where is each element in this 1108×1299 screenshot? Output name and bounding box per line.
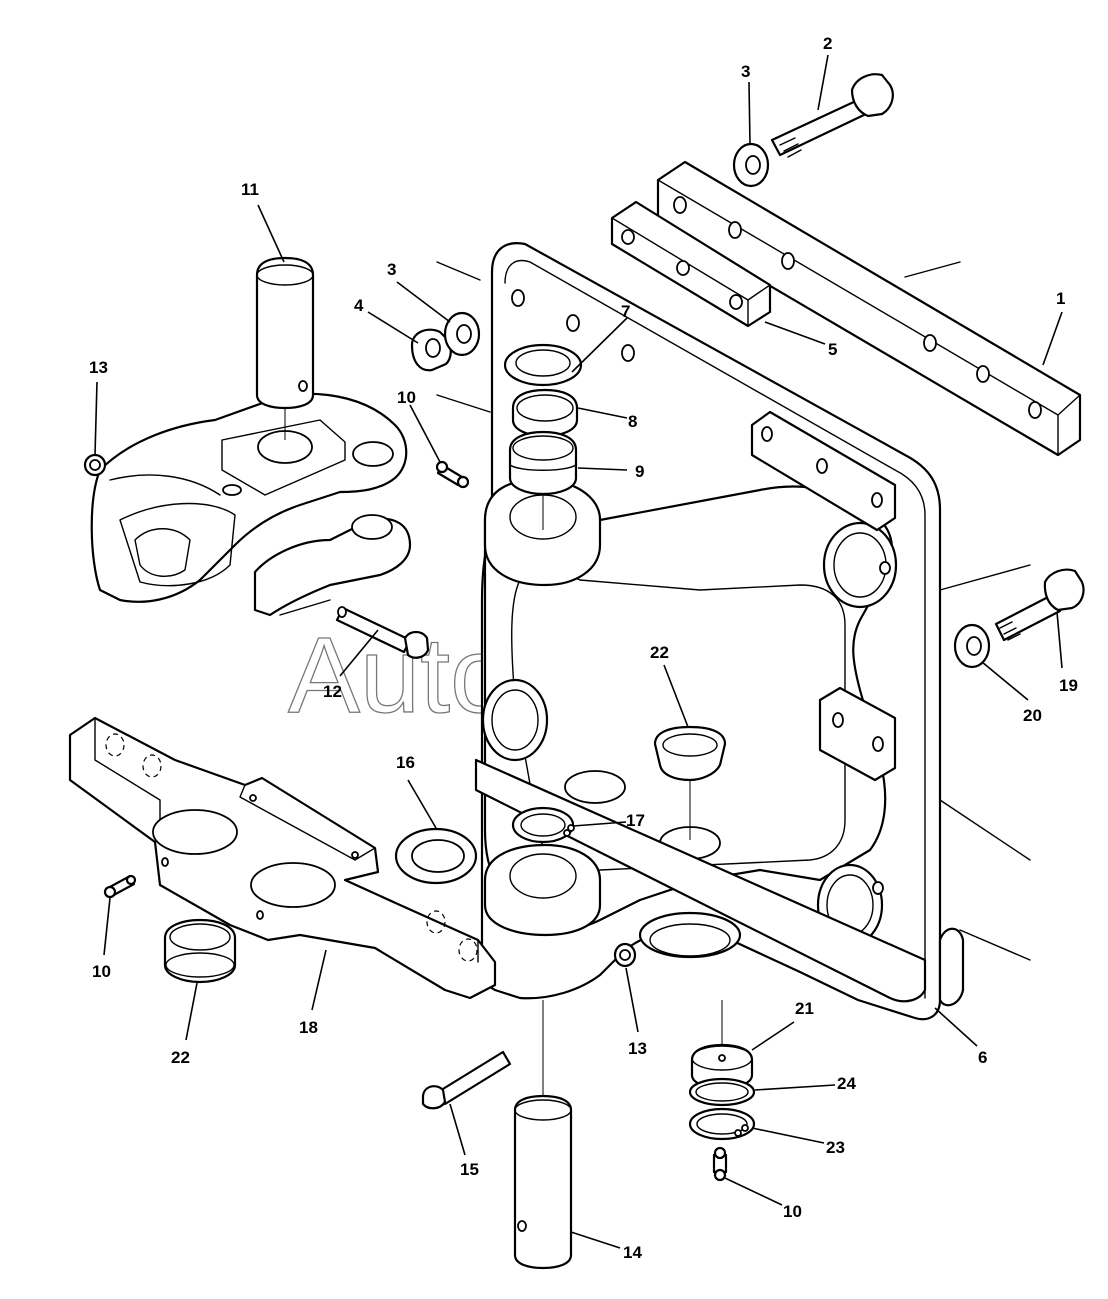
callout-10-bottom: 10 [783, 1202, 802, 1221]
upper-arm-assembly [90, 392, 412, 617]
part-4-nut [410, 328, 452, 372]
callout-4: 4 [354, 296, 364, 315]
part-7-seal-ring [503, 343, 583, 387]
callout-9: 9 [635, 462, 644, 481]
callout-7: 7 [621, 302, 630, 321]
callout-3-left: 3 [387, 260, 396, 279]
callout-3-top: 3 [741, 62, 750, 81]
part-15-bolt [421, 1050, 512, 1110]
part-5-short-plate [610, 200, 772, 328]
callout-19: 19 [1059, 676, 1078, 695]
callouts: 1 2 3 3 4 5 6 7 8 9 10 10 10 11 12 13 13… [89, 34, 1078, 1262]
part-13-nut-center [613, 942, 637, 968]
callout-14: 14 [623, 1243, 642, 1262]
callout-21: 21 [795, 999, 814, 1018]
part-22-bushing-lower [163, 918, 237, 984]
part-17-snap-ring [511, 806, 575, 844]
part-20-washer [953, 623, 991, 669]
part-8-bushing [511, 388, 579, 438]
part-9-bearing [508, 430, 578, 530]
callout-10-upper: 10 [397, 388, 416, 407]
callout-17: 17 [626, 811, 645, 830]
callout-24: 24 [837, 1074, 856, 1093]
part-2-bolt [770, 73, 894, 158]
part-13-nut-left [83, 453, 107, 477]
callout-2: 2 [823, 34, 832, 53]
part-14-lower-pin [513, 1000, 573, 1270]
part-21-cap [690, 1000, 754, 1090]
callout-18: 18 [299, 1018, 318, 1037]
part-6-main-housing [474, 242, 965, 1021]
callout-11: 11 [241, 180, 259, 199]
callout-5: 5 [828, 340, 837, 359]
part-22-bushing-upper [653, 725, 727, 840]
callout-8: 8 [628, 412, 637, 431]
part-19-bolt [994, 568, 1085, 642]
background-frame-lines [436, 261, 1031, 961]
leader-lines [94, 54, 1063, 1249]
callout-20: 20 [1023, 706, 1042, 725]
callout-15: 15 [460, 1160, 479, 1179]
callout-22-upper: 22 [650, 643, 669, 662]
part-24-o-ring [688, 1077, 756, 1107]
callout-12: 12 [323, 682, 342, 701]
part-16-thrust-washer [394, 827, 478, 885]
callout-13-center: 13 [628, 1039, 647, 1058]
callout-13-left: 13 [89, 358, 108, 377]
part-11-upper-pin [255, 256, 315, 440]
part-23-circlip [688, 1107, 756, 1141]
part-12-bolt [335, 606, 430, 659]
callout-10-left: 10 [92, 962, 111, 981]
part-3-washer-top [732, 142, 770, 188]
callout-6: 6 [978, 1048, 987, 1067]
part-10-grease-fitting-bottom [712, 1146, 728, 1182]
part-10-grease-fitting-upper [435, 460, 470, 489]
part-10-grease-fitting-left [103, 874, 137, 899]
callout-1: 1 [1056, 289, 1065, 308]
part-18-lower-arm [68, 716, 497, 1000]
part-3-washer-left [443, 311, 481, 357]
callout-23: 23 [826, 1138, 845, 1157]
callout-22-lower: 22 [171, 1048, 190, 1067]
callout-16: 16 [396, 753, 415, 772]
